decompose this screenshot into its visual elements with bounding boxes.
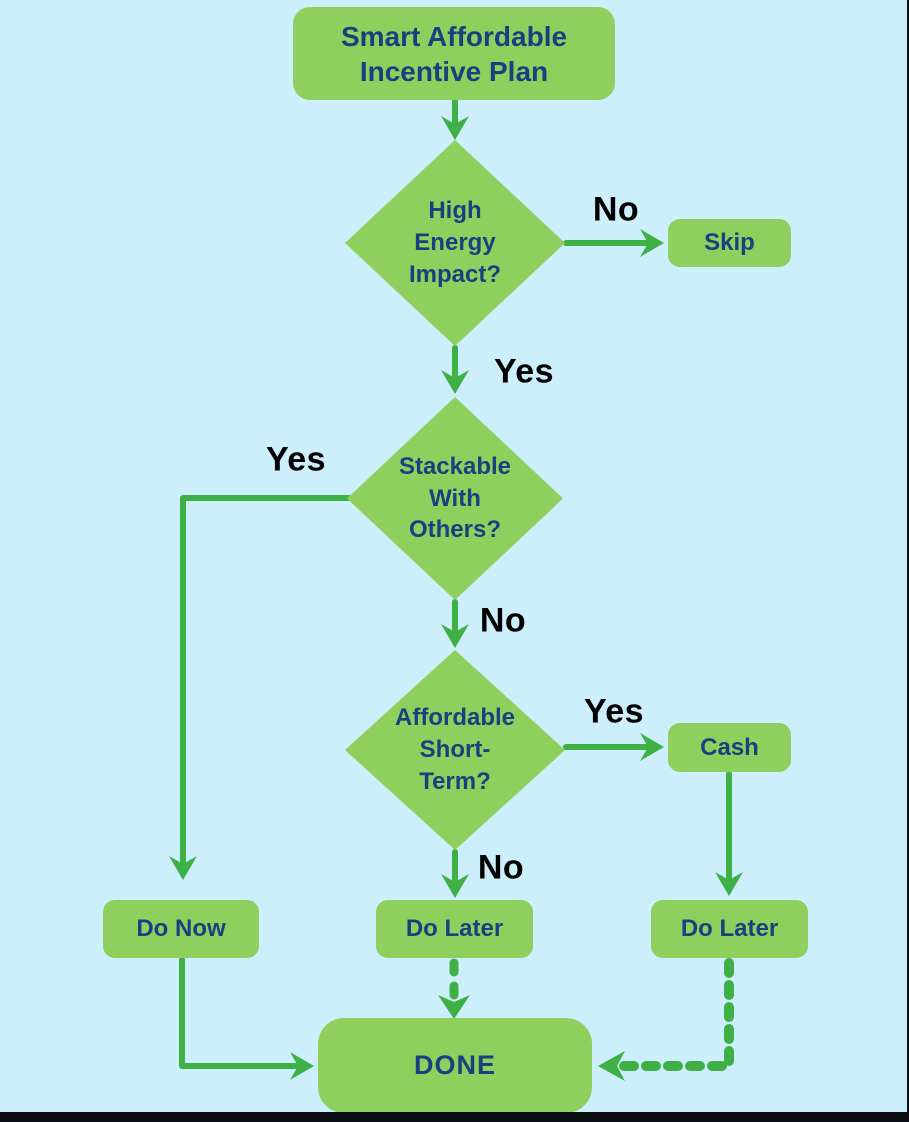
edge-label-yes-cash: Yes: [583, 692, 645, 731]
node-high-energy-label: High Energy Impact?: [408, 197, 501, 288]
arrowhead-down-do-now: [169, 856, 197, 880]
arrowhead-right-cash: [640, 733, 664, 761]
node-skip-label: Skip: [704, 229, 755, 256]
edge-do-later-right-to-done-dashed: [617, 958, 734, 1071]
arrowhead-down-do-later-right: [715, 872, 743, 896]
arrowhead-right-done-left: [290, 1052, 314, 1080]
node-decision-high-energy: High Energy Impact?: [345, 140, 565, 346]
edge-label-no-do-later: No: [477, 848, 525, 887]
node-decision-stackable: Stackable With Others?: [347, 397, 563, 600]
node-do-later-right: Do Later: [651, 900, 808, 958]
arrowhead-down-stackable: [441, 370, 469, 394]
edge-label-yes-stackable: Yes: [493, 352, 555, 391]
arrowhead-right-skip: [640, 229, 664, 257]
arrowhead-down-high-energy: [441, 116, 469, 140]
node-start: Smart Affordable Incentive Plan: [293, 7, 615, 100]
arrowhead-down-do-later-mid: [441, 874, 469, 898]
edge-label-no-skip: No: [592, 190, 640, 229]
window-bottom-edge: [0, 1112, 909, 1122]
node-do-later-middle: Do Later: [376, 900, 533, 958]
node-do-later-middle-label: Do Later: [405, 915, 504, 942]
node-decision-affordable: Affordable Short- Term?: [345, 650, 565, 850]
arrowhead-down-done-top: [438, 995, 470, 1019]
node-do-later-right-label: Do Later: [680, 915, 779, 942]
node-skip: Skip: [668, 219, 791, 267]
window-right-edge: [907, 0, 909, 1122]
node-affordable-label: Affordable Short- Term?: [395, 704, 515, 795]
arrowhead-down-affordable: [441, 624, 469, 648]
node-cash: Cash: [668, 723, 791, 772]
node-done-label: DONE: [413, 1050, 496, 1080]
arrowhead-left-done-right: [598, 1051, 625, 1081]
node-do-now-label: Do Now: [136, 915, 226, 942]
edge-do-now-to-done: [179, 956, 299, 1069]
edge-label-no-affordable: No: [479, 601, 527, 640]
node-cash-label: Cash: [700, 733, 759, 761]
node-stackable-label: Stackable With Others?: [398, 452, 512, 544]
node-start-label: Smart Affordable Incentive Plan: [340, 20, 568, 87]
edge-stackable-to-do-now: [180, 495, 352, 867]
edge-label-yes-do-now: Yes: [265, 440, 327, 479]
node-do-now: Do Now: [103, 900, 259, 958]
node-done: DONE: [318, 1018, 592, 1113]
